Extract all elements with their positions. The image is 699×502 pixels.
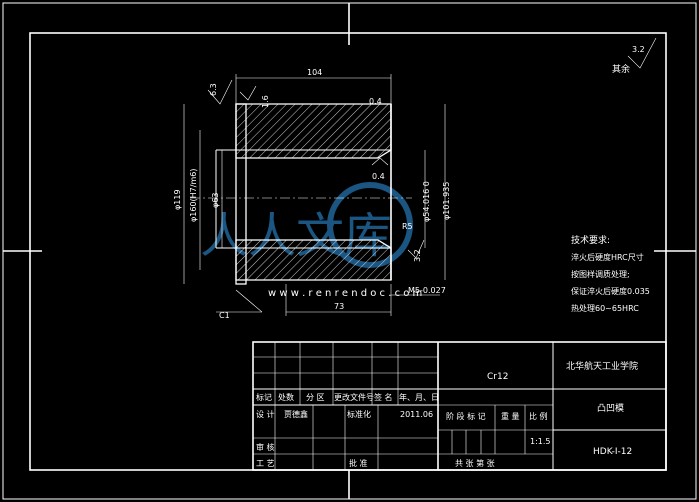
part-flange bbox=[235, 103, 247, 285]
mark-header: 阶 段 标 记 bbox=[446, 411, 486, 421]
gdt-04-mid: 0.4 bbox=[372, 172, 385, 181]
roughness-32: 3.2 bbox=[413, 249, 422, 262]
tech-req-line-1: 淬火后硬度HRC尺寸 bbox=[571, 252, 644, 262]
drawing-number: HDK-I-12 bbox=[593, 447, 632, 457]
roughness-general-value: 3.2 bbox=[632, 45, 645, 54]
dim-overall-length: 104 bbox=[307, 68, 322, 77]
tech-req-line-2: 按图样调质处理; bbox=[571, 269, 630, 279]
rev-header-4: 签 名 bbox=[374, 392, 393, 402]
dim-thread: M5-0.027 bbox=[408, 286, 446, 295]
scale-value: 1:1.5 bbox=[530, 437, 551, 446]
rev-header-2: 分 区 bbox=[306, 393, 325, 402]
roughness-16: 1.6 bbox=[261, 95, 270, 108]
dim-length-73: 73 bbox=[334, 302, 344, 311]
rev-header-1: 处数 bbox=[278, 392, 294, 402]
watermark-url: w w w . r e n r e n d o c . c o m bbox=[268, 288, 422, 299]
scale-label: 比 例 bbox=[529, 411, 548, 421]
designer-name: 贾德鑫 bbox=[284, 409, 308, 419]
review-label: 审 核 bbox=[256, 442, 275, 452]
school-name: 北华航天工业学院 bbox=[566, 360, 638, 372]
roughness-general-symbol bbox=[627, 37, 657, 69]
date: 2011.06 bbox=[400, 410, 433, 419]
gdt-04-top: 0.4 bbox=[369, 97, 382, 106]
rev-header-5: 年、月、日 bbox=[399, 392, 439, 402]
roughness-symbol-63 bbox=[207, 79, 233, 105]
chamfer-c1: C1 bbox=[219, 311, 230, 320]
rev-header-3: 更改文件号 bbox=[334, 392, 374, 402]
title-block bbox=[252, 341, 667, 471]
roughness-general-label: 其余 bbox=[612, 63, 630, 75]
dim-dia-right: φ101.935 bbox=[442, 182, 451, 220]
roughness-63: 6.3 bbox=[209, 83, 218, 96]
dim-dia-bore: φ63 bbox=[211, 193, 220, 208]
process-label: 工 艺 bbox=[256, 459, 275, 468]
dim-dia-pilot: φ54.016 0 bbox=[422, 181, 431, 222]
sheet-text: 共 张 第 张 bbox=[455, 458, 495, 468]
radius-r5: R5 bbox=[402, 222, 413, 231]
dim-dia-outer: φ119 bbox=[173, 189, 182, 210]
standard-label: 标准化 bbox=[347, 409, 371, 419]
dim-dia-bore-left: φ160(H7/m6) bbox=[189, 169, 198, 222]
design-label: 设 计 bbox=[256, 409, 275, 419]
approve-label: 批 准 bbox=[349, 458, 368, 468]
tech-req-title: 技术要求: bbox=[571, 234, 610, 246]
tech-req-line-3: 保证淬火后硬度0.035 bbox=[571, 286, 650, 296]
part-section-lower bbox=[235, 239, 392, 281]
material: Cr12 bbox=[487, 372, 508, 382]
part-name: 凸凹模 bbox=[597, 403, 624, 414]
weight-header: 重 量 bbox=[501, 411, 520, 421]
rev-header-0: 标记 bbox=[256, 392, 272, 402]
tech-req-line-4: 热处理60~65HRC bbox=[571, 303, 639, 313]
